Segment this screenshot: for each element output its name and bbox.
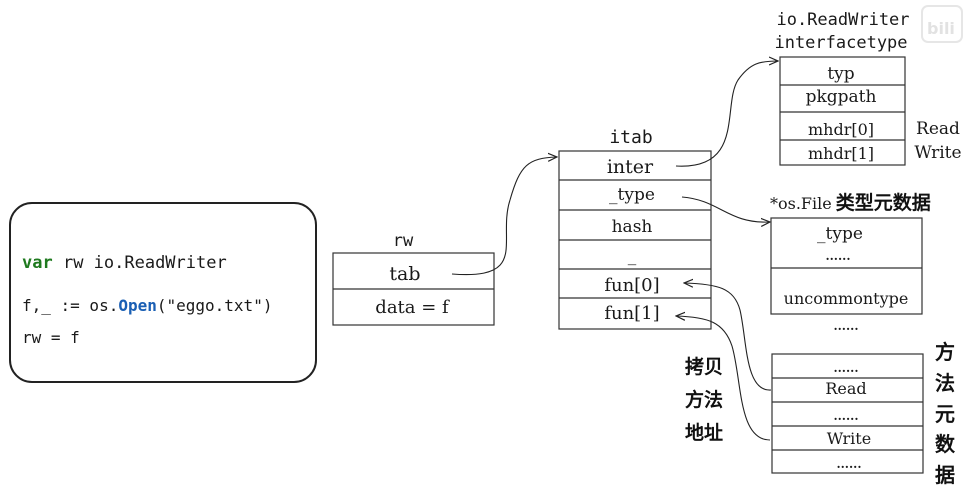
method-metadata-label-2: 法 <box>935 371 955 395</box>
itab-field-inter: inter <box>607 156 654 178</box>
interfacetype-field-mhdr1: mhdr[1] <box>808 144 874 163</box>
code-line-3: rw = f <box>22 328 80 347</box>
arrow-read-to-fun0 <box>684 283 772 391</box>
file-type-field-ellipsis: ...... <box>825 249 850 263</box>
method-metadata-label-1: 方 <box>935 340 955 364</box>
method-metadata-struct: ...... Read ...... Write ...... 方 法 元 数 … <box>771 340 956 487</box>
interfacetype-field-pkgpath: pkgpath <box>806 87 877 107</box>
itab-field-type: _type <box>609 185 655 205</box>
itab-field-fun0: fun[0] <box>604 275 659 296</box>
itab-title: itab <box>609 127 652 148</box>
method-metadata-label-5: 据 <box>935 463 955 487</box>
rw-tab-field: tab <box>389 263 420 285</box>
interfacetype-title-2: interfacetype <box>774 33 907 53</box>
connector-arrows <box>451 61 778 441</box>
itab-field-hash: hash <box>612 217 653 237</box>
method-row-write: Write <box>827 429 871 448</box>
copy-label-line-2: 方法 <box>685 388 723 411</box>
method-row-ellipsis-2: ...... <box>833 409 858 423</box>
code-line-2-prefix: f,_ := os. <box>22 296 118 315</box>
method-label-write: Write <box>914 143 961 163</box>
method-row-read: Read <box>825 379 866 398</box>
arrow-type-to-filetype <box>681 196 770 222</box>
arrow-write-to-fun1 <box>676 316 771 441</box>
file-type-title-suffix: 类型元数据 <box>836 191 931 214</box>
rw-struct: rw tab data = f <box>332 231 495 326</box>
code-func-open: Open <box>118 296 157 315</box>
code-line-1: var rw io.ReadWriter <box>22 253 227 273</box>
interfacetype-struct: io.ReadWriter interfacetype typ pkgpath … <box>774 10 962 166</box>
file-type-title-prefix: *os.File <box>770 194 832 213</box>
code-line-1-rest: rw io.ReadWriter <box>53 253 227 273</box>
rw-title: rw <box>393 231 414 251</box>
svg-text:bili: bili <box>927 19 955 38</box>
bilibili-logo-icon: bili <box>921 5 963 43</box>
method-row-ellipsis-1: ...... <box>833 361 858 375</box>
itab-struct: itab inter _type hash _ fun[0] fun[1] <box>558 127 712 330</box>
arrow-inter-to-interfacetype <box>675 61 778 167</box>
method-metadata-label-3: 元 <box>935 402 955 426</box>
file-type-after-ellipsis: ...... <box>833 319 858 333</box>
itab-field-underscore: _ <box>628 246 637 266</box>
code-line-2: f,_ := os.Open("eggo.txt") <box>22 296 272 315</box>
method-metadata-label-4: 数 <box>935 432 956 456</box>
method-row-ellipsis-3: ...... <box>836 457 861 471</box>
code-panel: var rw io.ReadWriter f,_ := os.Open("egg… <box>9 202 317 383</box>
interfacetype-field-mhdr0: mhdr[0] <box>808 120 874 139</box>
method-label-read: Read <box>916 119 960 139</box>
copy-label-line-1: 拷贝 <box>685 355 723 378</box>
rw-data-field: data = f <box>375 297 450 318</box>
code-line-2-suffix: ("eggo.txt") <box>157 296 273 315</box>
file-type-field-uncommontype: uncommontype <box>784 289 909 308</box>
arrow-tab-to-itab <box>451 157 557 276</box>
file-type-field-type: _type <box>817 224 863 244</box>
code-keyword-var: var <box>22 253 53 273</box>
copy-address-label: 拷贝 方法 地址 <box>685 355 723 444</box>
copy-label-line-3: 地址 <box>685 421 723 444</box>
itab-field-fun1: fun[1] <box>604 303 659 324</box>
interfacetype-title-1: io.ReadWriter <box>776 10 909 30</box>
interfacetype-field-typ: typ <box>827 64 854 84</box>
